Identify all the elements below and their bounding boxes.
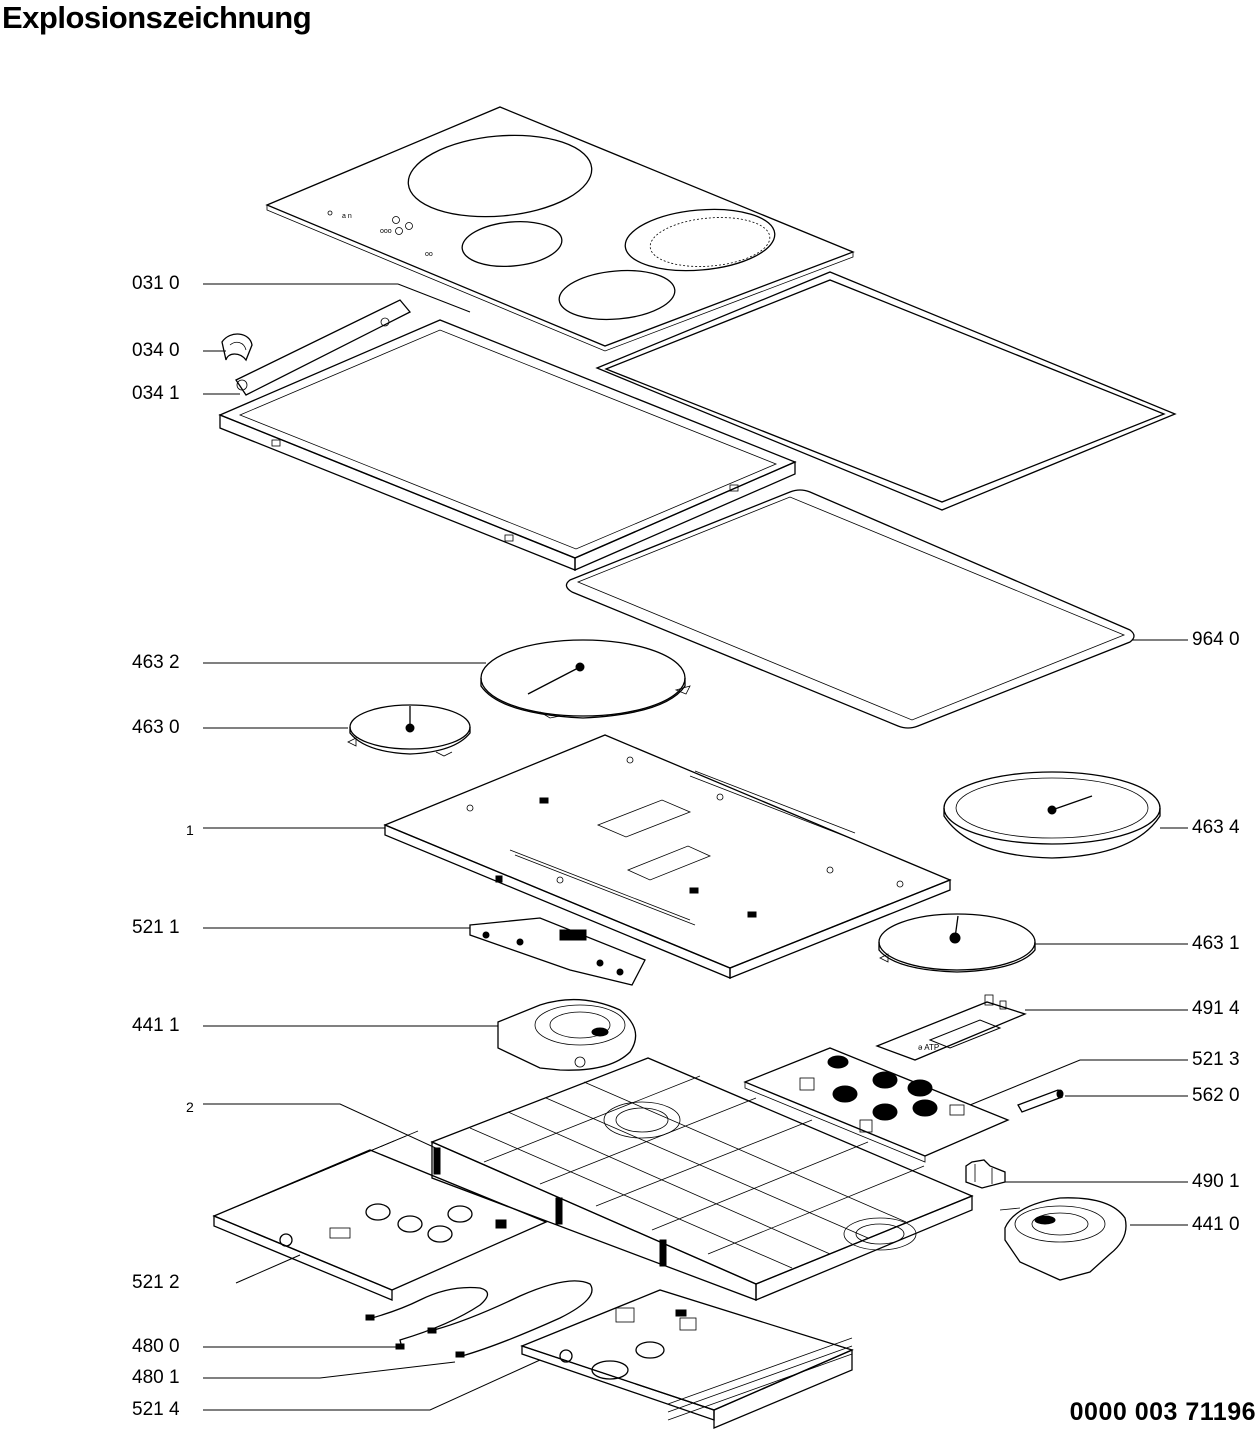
seal-gasket: [565, 489, 1135, 729]
leader-521-2: [235, 1254, 301, 1284]
part-label-490-1: 490 1: [1192, 1171, 1240, 1192]
part-label-463-4: 463 4: [1192, 817, 1240, 838]
svg-text:ooo: ooo: [380, 228, 392, 235]
heatsink-board-521-2: [212, 1130, 548, 1301]
leader-480-1: [203, 1361, 456, 1379]
part-label-463-1: 463 1: [1192, 933, 1240, 954]
glass-ceramic-top: a n ooo oo: [265, 106, 855, 352]
document-number: 0000 003 71196: [1069, 1398, 1256, 1426]
toroid-coils: [827, 1055, 938, 1121]
part-label-480-1: 480 1: [132, 1367, 180, 1388]
interface-board: ə ATP: [875, 994, 1027, 1061]
page-title: Explosionszeichnung: [2, 0, 312, 35]
leader-031-0-angle: [397, 283, 471, 313]
part-label-562-0: 562 0: [1192, 1085, 1240, 1106]
cable-480-1: [427, 1280, 593, 1358]
part-label-463-2: 463 2: [132, 652, 180, 673]
leader-lines: [203, 283, 1188, 1411]
part-label-2: 2: [186, 1099, 194, 1115]
induction-coil-463-2: [480, 639, 691, 719]
cooling-fan-441-1: [497, 998, 637, 1071]
housing-base-tray: [430, 1057, 974, 1301]
svg-text:a n: a n: [342, 213, 352, 220]
part-label-964-0: 964 0: [1192, 629, 1240, 650]
gasket-frame-upper: [595, 271, 1177, 511]
mounting-clip: [221, 333, 253, 362]
part-label-491-4: 491 4: [1192, 998, 1240, 1019]
part-label-521-1: 521 1: [132, 917, 180, 938]
part-label-521-4: 521 4: [132, 1399, 180, 1420]
fuse: [1017, 1089, 1064, 1113]
part-label-031-0: 031 0: [132, 273, 180, 294]
svg-text:ə ATP: ə ATP: [918, 1043, 939, 1052]
part-label-480-0: 480 0: [132, 1336, 180, 1357]
part-label-463-0: 463 0: [132, 717, 180, 738]
induction-coil-463-0: [347, 704, 471, 757]
induction-coil-463-4: [943, 771, 1161, 859]
cooktop-frame: [218, 299, 797, 571]
leader-2: [203, 1103, 441, 1151]
cable-480-0: [365, 1286, 489, 1350]
leader-521-4: [203, 1359, 541, 1411]
part-label-1: 1: [186, 822, 194, 838]
part-label-441-1: 441 1: [132, 1015, 180, 1036]
connector-block: [965, 1159, 1006, 1189]
part-label-521-3: 521 3: [1192, 1049, 1240, 1070]
part-label-521-2: 521 2: [132, 1272, 180, 1293]
cooling-fan-441-0: [999, 1197, 1127, 1281]
heatsink-board-521-4: [520, 1289, 854, 1429]
leader-521-3: [969, 1059, 1188, 1106]
part-label-034-0: 034 0: [132, 340, 180, 361]
part-label-441-0: 441 0: [1192, 1214, 1240, 1235]
power-board-521-3: [743, 1047, 1010, 1163]
svg-text:oo: oo: [425, 251, 433, 258]
part-label-034-1: 034 1: [132, 383, 180, 404]
control-board: [469, 917, 646, 986]
coil-carrier-plate: [383, 734, 952, 979]
induction-coil-463-1: [878, 913, 1036, 973]
tray-grid: [469, 1075, 925, 1269]
